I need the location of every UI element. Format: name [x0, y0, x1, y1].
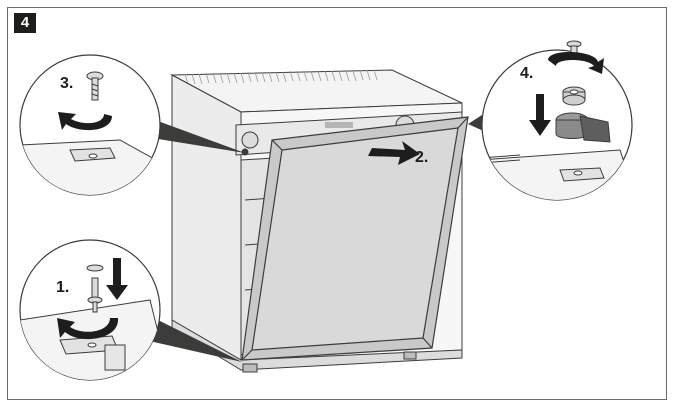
hinge-pin-icon [86, 264, 104, 313]
down-arrow-icon [106, 258, 128, 300]
callout-step-4: 4. [481, 40, 633, 201]
down-arrow-icon [368, 141, 420, 165]
screw-icon [86, 71, 104, 101]
rotate-arrow-icon [548, 51, 604, 74]
hinge-icon [555, 112, 611, 143]
figure-frame [7, 7, 667, 400]
step-4-label: 4. [520, 65, 533, 82]
step-number-badge: 4 [14, 13, 36, 33]
callout-step-1: 1. [19, 239, 161, 381]
step-1-label: 1. [56, 279, 69, 296]
step-2-label: 2. [415, 149, 428, 166]
rotate-arrow-icon [57, 318, 119, 340]
refrigerator-door [241, 116, 469, 361]
down-arrow-icon [529, 94, 551, 136]
rotate-arrow-icon [58, 112, 112, 131]
callout-step-3: 3. [19, 54, 161, 196]
step-3-label: 3. [60, 75, 73, 92]
washer-icon [562, 86, 586, 106]
